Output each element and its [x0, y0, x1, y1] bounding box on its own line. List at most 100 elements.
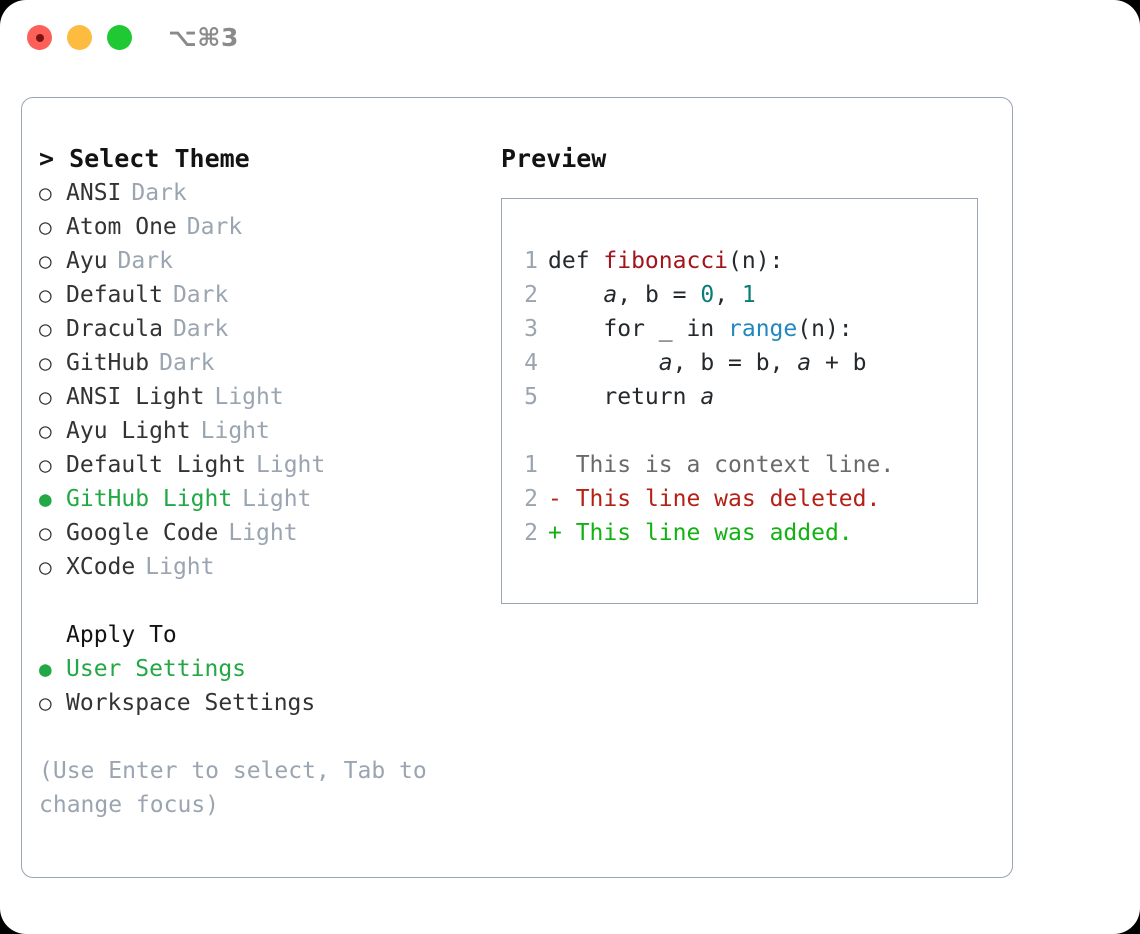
theme-list-item[interactable]: ○ Ayu Dark: [39, 244, 479, 278]
select-theme-header: > Select Theme: [39, 144, 250, 173]
code-line-content: def fibonacci(n):: [548, 244, 783, 278]
code-token-plain: def: [548, 248, 604, 274]
apply-to-list: ●User Settings○Workspace Settings: [39, 652, 479, 720]
close-button-icon[interactable]: [27, 25, 52, 50]
diff-line: 2 + This line was added.: [502, 516, 977, 550]
theme-variant-tag: Light: [214, 384, 284, 410]
theme-name-label: GitHub: [66, 350, 150, 376]
theme-list-item[interactable]: ○ GitHub Dark: [39, 346, 479, 380]
code-token-function: fibonacci: [603, 248, 729, 274]
radio-unselected-icon: ○: [39, 555, 52, 579]
theme-name-label: Ayu: [66, 248, 108, 274]
line-number: 3: [524, 316, 538, 342]
theme-variant-tag: Light: [228, 520, 298, 546]
code-line: 3 for _ in range(n):: [502, 312, 977, 346]
radio-unselected-icon: ○: [39, 215, 52, 239]
radio-selected-icon: ●: [39, 487, 52, 511]
radio-unselected-icon: ○: [39, 453, 52, 477]
theme-variant-tag: Light: [145, 554, 215, 580]
line-number: 5: [524, 384, 538, 410]
theme-name-label: Ayu Light: [66, 418, 191, 444]
theme-name-label: Atom One: [66, 214, 177, 240]
code-line-content: a, b = b, a + b: [548, 346, 867, 380]
minimize-button-icon[interactable]: [67, 25, 92, 50]
theme-list-item[interactable]: ○ Ayu Light Light: [39, 414, 479, 448]
theme-list-item[interactable]: ○ Default Dark: [39, 278, 479, 312]
theme-list-item[interactable]: ○ Google Code Light: [39, 516, 479, 550]
theme-variant-tag: Light: [242, 486, 312, 512]
code-token-plain: (n):: [728, 248, 784, 274]
radio-unselected-icon: ○: [39, 317, 52, 341]
radio-unselected-icon: ○: [39, 283, 52, 307]
theme-variant-tag: Dark: [172, 316, 229, 342]
apply-to-header: Apply To: [66, 622, 177, 648]
code-token-variable: a: [603, 282, 618, 308]
theme-variant-tag: Dark: [117, 248, 173, 274]
code-token-plain: [548, 282, 603, 308]
diff-marker: +: [548, 520, 576, 546]
code-token-plain: for _ in: [548, 316, 729, 342]
code-token-call: range: [728, 316, 798, 342]
theme-variant-tag: Dark: [159, 350, 215, 376]
apply-to-list-item[interactable]: ○Workspace Settings: [39, 686, 479, 720]
apply-to-list-item[interactable]: ●User Settings: [39, 652, 479, 686]
line-number: 1: [524, 452, 538, 478]
code-token-plain: + b: [811, 350, 867, 376]
theme-variant-tag: Light: [256, 452, 326, 478]
theme-variant-tag: Light: [200, 418, 270, 444]
theme-name-label: Default Light: [66, 452, 247, 478]
code-token-plain: (n):: [797, 316, 853, 342]
diff-marker: [548, 448, 576, 482]
radio-unselected-icon: ○: [39, 419, 52, 443]
code-token-plain: return: [548, 384, 701, 410]
preview-spacer: [502, 414, 977, 448]
code-line: 5 return a: [502, 380, 977, 414]
title-bar: ⌥⌘3: [0, 0, 1140, 78]
theme-name-label: ANSI Light: [66, 384, 205, 410]
code-token-number: 1: [741, 282, 756, 308]
line-number: 4: [524, 350, 538, 376]
code-token-plain: ,: [714, 282, 742, 308]
code-line-content: a, b = 0, 1: [548, 278, 756, 312]
line-number: 1: [524, 248, 538, 274]
diff-line: 2- This line was deleted.: [502, 482, 977, 516]
theme-name-label: ANSI: [66, 180, 122, 206]
code-token-number: 0: [700, 282, 715, 308]
diff-line-text: This is a context line.: [575, 452, 895, 478]
code-line: 4 a, b = b, a + b: [502, 346, 977, 380]
code-token-variable: a: [658, 350, 673, 376]
keyboard-shortcut-label: ⌥⌘3: [168, 23, 239, 52]
code-line: 1 def fibonacci(n):: [502, 244, 977, 278]
diff-line-text: This line was added.: [575, 520, 853, 546]
theme-list-item[interactable]: ○ Default Light Light: [39, 448, 479, 482]
radio-selected-icon: ●: [39, 657, 52, 681]
radio-unselected-icon: ○: [39, 249, 52, 273]
code-token-plain: [548, 350, 659, 376]
line-number: 2: [524, 282, 538, 308]
code-line-content: for _ in range(n):: [548, 312, 853, 346]
theme-name-label: Google Code: [66, 520, 219, 546]
radio-unselected-icon: ○: [39, 385, 52, 409]
theme-name-label: XCode: [66, 554, 136, 580]
theme-list-item[interactable]: ○ XCode Light: [39, 550, 479, 584]
theme-list-item[interactable]: ○ Atom One Dark: [39, 210, 479, 244]
theme-variant-tag: Dark: [172, 282, 229, 308]
line-number: 2: [524, 520, 538, 546]
zoom-button-icon[interactable]: [107, 25, 132, 50]
radio-unselected-icon: ○: [39, 351, 52, 375]
radio-unselected-icon: ○: [39, 181, 52, 205]
code-token-plain: , b =: [617, 282, 701, 308]
theme-variant-tag: Dark: [186, 214, 243, 240]
theme-list-item[interactable]: ○ ANSI Light Light: [39, 380, 479, 414]
radio-unselected-icon: ○: [39, 521, 52, 545]
code-token-plain: , b = b,: [672, 350, 798, 376]
theme-name-label: Default: [66, 282, 163, 308]
